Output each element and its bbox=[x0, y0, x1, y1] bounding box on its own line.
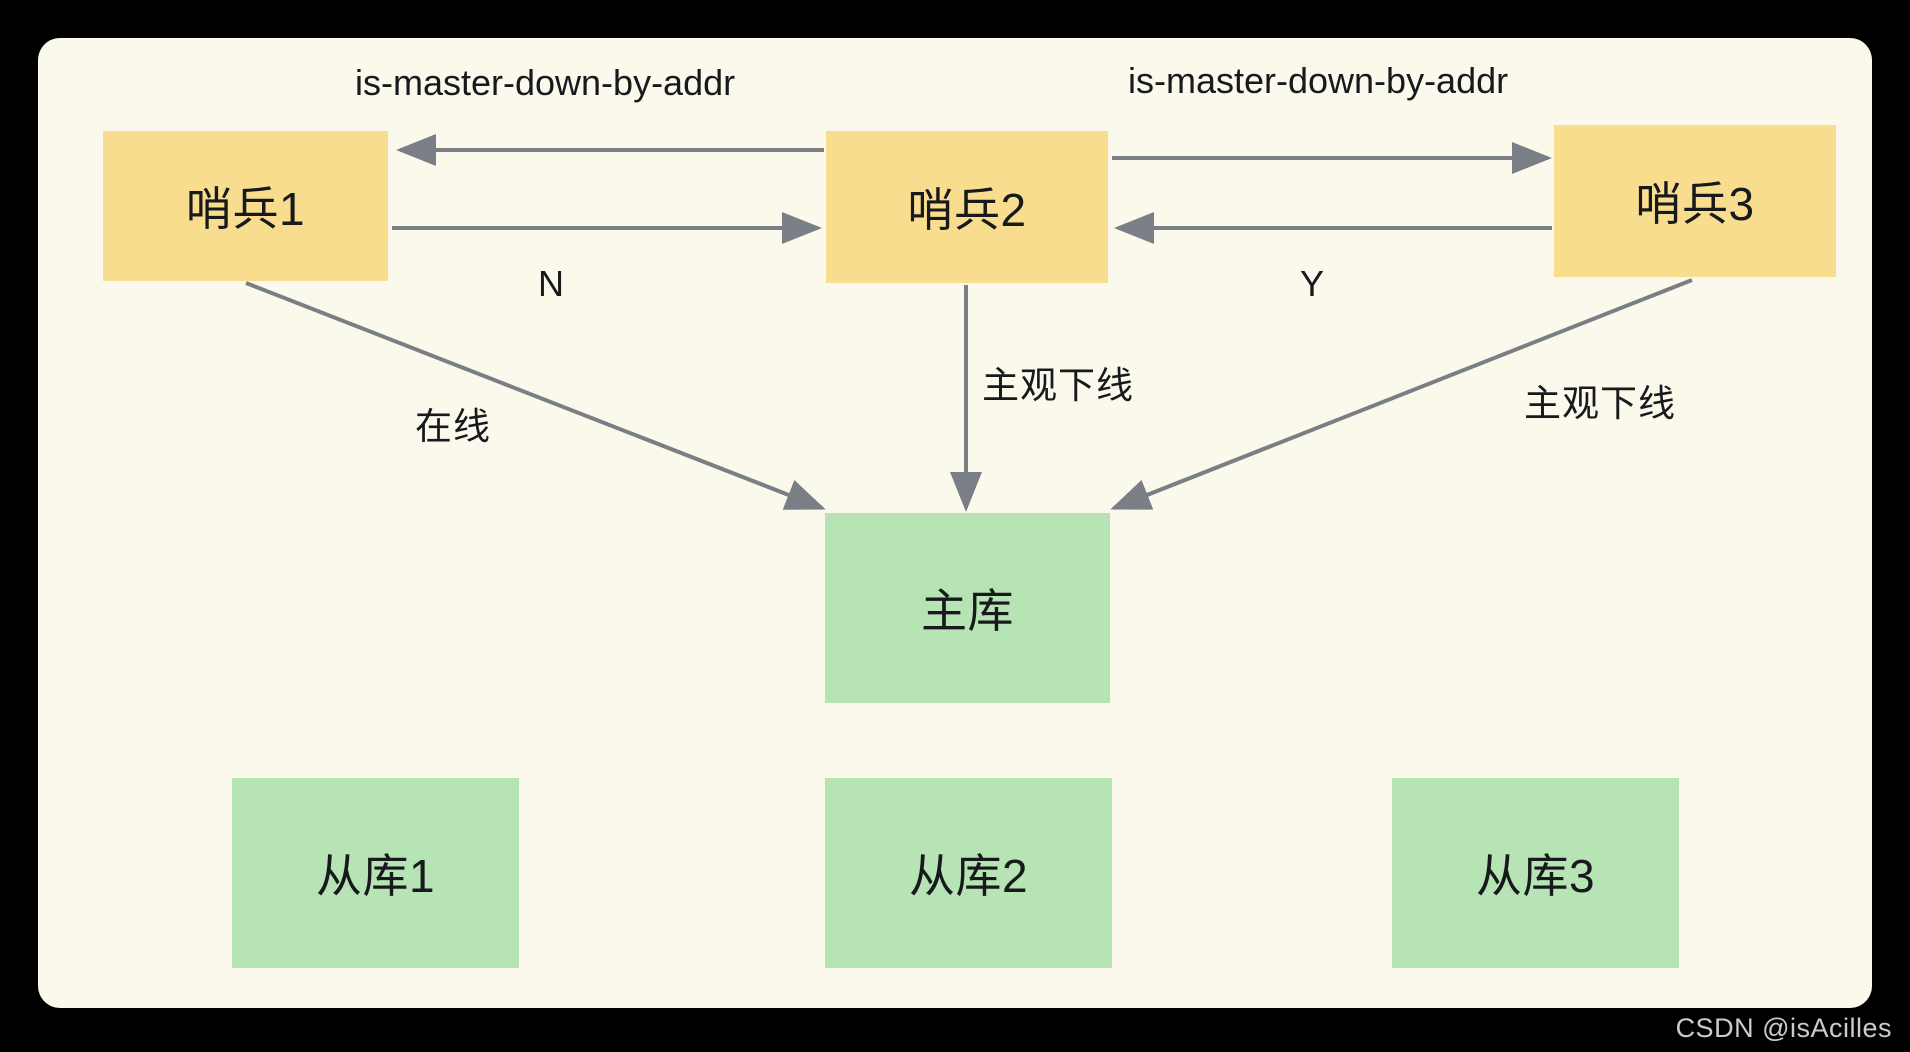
node-sentinel2-label: 哨兵2 bbox=[907, 184, 1027, 236]
node-slave3-db-label: 从库3 bbox=[1475, 850, 1596, 902]
node-sentinel3-label: 哨兵3 bbox=[1635, 178, 1755, 230]
edge-label-reply-y: Y bbox=[1300, 263, 1325, 304]
edge-label-online: 在线 bbox=[415, 406, 491, 447]
node-sentinel1[interactable]: 哨兵1 bbox=[103, 131, 388, 281]
node-slave2-db[interactable]: 从库2 bbox=[825, 778, 1112, 968]
node-sentinel3[interactable]: 哨兵3 bbox=[1554, 125, 1836, 277]
node-slave1-db-label: 从库1 bbox=[315, 850, 436, 902]
node-slave2-db-label: 从库2 bbox=[908, 850, 1029, 902]
watermark-text: CSDN @isAcilles bbox=[1675, 1013, 1892, 1043]
node-master-db[interactable]: 主库 bbox=[825, 513, 1110, 703]
node-sentinel2[interactable]: 哨兵2 bbox=[826, 131, 1108, 283]
edge-label-reply-n: N bbox=[538, 263, 564, 304]
edge-label-subjective-down-right: 主观下线 bbox=[1524, 383, 1676, 424]
edge-label-is-master-down-by-addr-left: is-master-down-by-addr bbox=[355, 62, 736, 103]
edge-label-is-master-down-by-addr-right: is-master-down-by-addr bbox=[1128, 60, 1509, 101]
node-slave1-db[interactable]: 从库1 bbox=[232, 778, 519, 968]
node-master-db-label: 主库 bbox=[921, 585, 1014, 637]
node-slave3-db[interactable]: 从库3 bbox=[1392, 778, 1679, 968]
node-sentinel1-label: 哨兵1 bbox=[185, 183, 306, 235]
edge-label-subjective-down-middle: 主观下线 bbox=[982, 365, 1134, 406]
